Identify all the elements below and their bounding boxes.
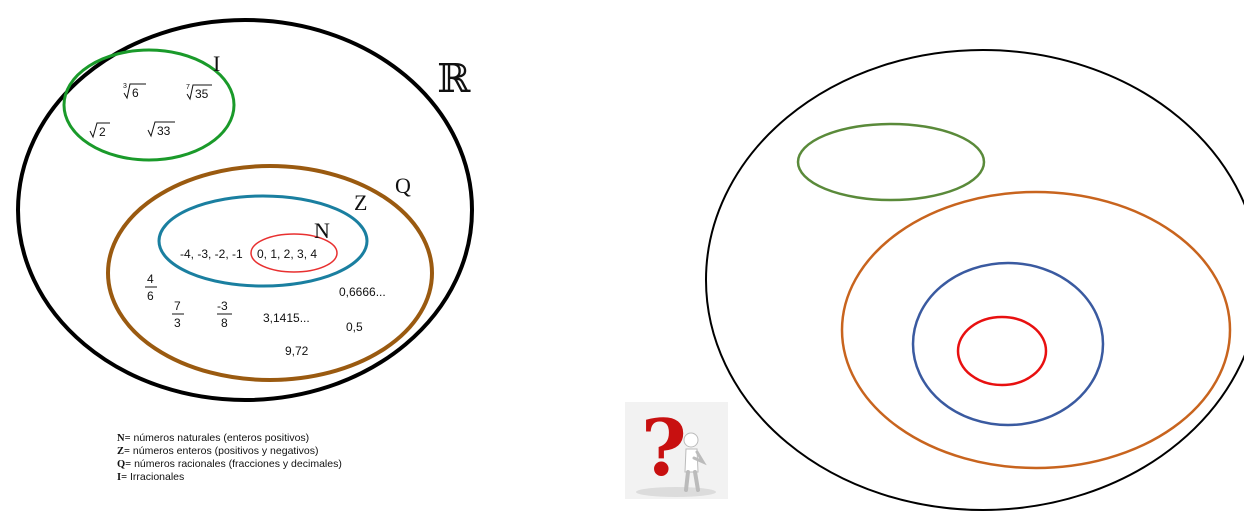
svg-text:33: 33 xyxy=(157,124,171,138)
red-blank-ellipse xyxy=(956,315,1048,387)
decimal-3-1415: 3,1415... xyxy=(263,311,310,325)
orange-blank-ellipse xyxy=(840,190,1232,470)
real-numbers-ellipse xyxy=(16,18,474,402)
svg-text:7: 7 xyxy=(186,84,190,91)
svg-text:2: 2 xyxy=(99,125,106,139)
integer-set-label: Z xyxy=(354,190,367,215)
real-set-label: ℝ xyxy=(437,56,471,102)
svg-text:3: 3 xyxy=(123,83,127,90)
svg-text:6: 6 xyxy=(147,289,154,303)
fraction-neg3-8: -3 8 xyxy=(217,299,232,330)
natural-numbers-ellipse xyxy=(250,233,338,273)
decimal-0-6666: 0,6666... xyxy=(339,285,386,299)
seventh-root-35: 7 35 xyxy=(186,84,212,101)
irrational-numbers-ellipse xyxy=(62,48,236,162)
legend: N= números naturales (enteros positivos)… xyxy=(117,432,342,484)
square-root-33: 33 xyxy=(147,121,175,138)
irrational-set-label: I xyxy=(213,51,220,76)
integer-numbers-ellipse xyxy=(157,194,369,288)
natural-numbers-text: 0, 1, 2, 3, 4 xyxy=(257,247,317,261)
square-root-2: 2 xyxy=(89,122,110,139)
legend-row-integer: Z= números enteros (positivos y negativo… xyxy=(117,445,319,457)
blue-blank-ellipse xyxy=(911,261,1105,427)
svg-text:3: 3 xyxy=(174,316,181,330)
svg-text:7: 7 xyxy=(174,299,181,313)
negative-integers-text: -4, -3, -2, -1 xyxy=(180,247,243,261)
cube-root-6: 3 6 xyxy=(123,83,146,100)
natural-set-label: N xyxy=(314,218,330,243)
svg-text:8: 8 xyxy=(221,316,228,330)
question-mark-thinking-figure-icon: ? xyxy=(625,402,728,499)
legend-row-rational: Q= números racionales (fracciones y deci… xyxy=(117,458,342,470)
rational-set-label: Q xyxy=(395,173,411,198)
decimal-0-5: 0,5 xyxy=(346,320,363,334)
svg-text:4: 4 xyxy=(147,272,154,286)
svg-text:?: ? xyxy=(641,403,687,494)
outer-blank-ellipse xyxy=(705,49,1244,511)
decimal-9-72: 9,72 xyxy=(285,344,309,358)
legend-row-irrational: I= Irracionales xyxy=(117,471,185,483)
svg-text:-3: -3 xyxy=(217,299,228,313)
svg-text:35: 35 xyxy=(195,87,209,101)
legend-row-natural: N= números naturales (enteros positivos) xyxy=(117,432,310,444)
fraction-7-3: 7 3 xyxy=(172,299,184,330)
green-blank-ellipse xyxy=(796,122,986,202)
rational-numbers-ellipse xyxy=(106,164,434,382)
svg-text:6: 6 xyxy=(132,86,139,100)
fraction-4-6: 4 6 xyxy=(145,272,157,303)
